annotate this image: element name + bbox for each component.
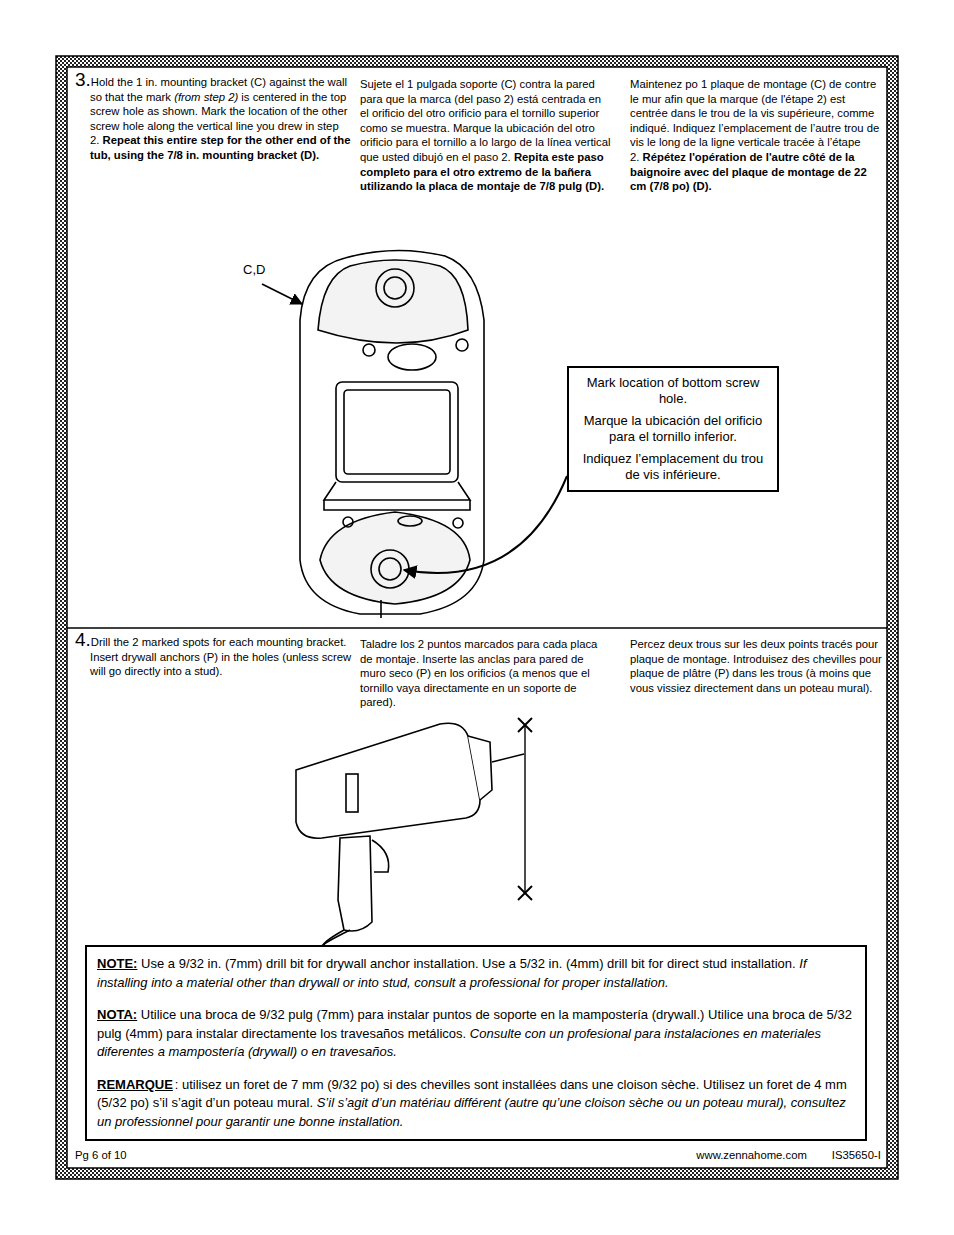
website-block: www.zennahome.com <box>620 1148 810 1163</box>
step-text: Sujete el 1 pulgada soporte (C) contra l… <box>360 78 611 163</box>
callout-text: Indiquez l’emplacement du trou de vis in… <box>577 451 769 483</box>
document-code-block: IS35650-I <box>822 1148 884 1163</box>
step-text-block: 3.Hold the 1 in. mounting bracket (C) ag… <box>75 73 358 163</box>
callout-text: Mark location of bottom screw hole. <box>577 375 769 407</box>
step-text-block: 4.Drill the 2 marked spots for each moun… <box>75 633 358 679</box>
callout-arrow <box>404 476 567 573</box>
part-label-block: C,D <box>243 263 283 278</box>
part-label: C,D <box>243 262 265 277</box>
website: www.zennahome.com <box>696 1149 807 1161</box>
page-number: Pg 6 of 10 <box>75 1149 127 1161</box>
step-text: Repeat this entire step for the other en… <box>90 134 351 161</box>
step-number: 4. <box>75 629 91 650</box>
step-text-block: Sujete el 1 pulgada soporte (C) contra l… <box>360 77 612 194</box>
step-text: Drill the 2 marked spots for each mounti… <box>90 636 351 677</box>
note-box: NOTE: Use a 9/32 in. (7mm) drill bit for … <box>85 945 867 1141</box>
step-text: Maintenez po 1 plaque de montage (C) de … <box>630 78 879 163</box>
step-text: (from step 2) <box>174 91 238 103</box>
note-paragraph: NOTE: Use a 9/32 in. (7mm) drill bit for … <box>97 955 855 992</box>
page-border-line <box>67 67 887 1168</box>
callout-text: Marque la ubicación del orificio para el… <box>577 413 769 445</box>
note-paragraph: NOTA:Utilice una broca de 9/32 pulg (7mm… <box>97 1006 855 1062</box>
step-text-block: Taladre los 2 puntos marcados para cada … <box>360 637 612 710</box>
callout-box: Mark location of bottom screw hole. Marqu… <box>567 366 779 492</box>
note-heading: REMARQUE <box>97 1077 173 1092</box>
step-text-block: Maintenez po 1 plaque de montage (C) de … <box>630 77 884 194</box>
step-text: Percez deux trous sur les deux points tr… <box>630 638 882 694</box>
page-border-line <box>56 56 898 1179</box>
step-number: 3. <box>75 69 91 90</box>
step-text-block: Percez deux trous sur les deux points tr… <box>630 637 884 695</box>
note-text: Use a 9/32 in. (7mm) drill bit for drywa… <box>141 956 796 971</box>
section-divider <box>67 627 887 629</box>
document-code: IS35650-I <box>832 1149 881 1161</box>
step-text: Taladre los 2 puntos marcados para cada … <box>360 638 597 708</box>
step-text: Répétez l'opération de l'autre côté de l… <box>630 151 867 192</box>
page-border <box>56 56 898 1179</box>
page-number-block: Pg 6 of 10 <box>75 1148 195 1163</box>
drill-illustration <box>296 723 524 946</box>
note-heading: NOTA: <box>97 1007 137 1022</box>
leader-arrow <box>262 284 302 304</box>
mounting-bracket <box>300 250 484 618</box>
note-heading: NOTE: <box>97 956 137 971</box>
marked-line <box>518 718 532 900</box>
note-paragraph: REMARQUE: utilisez un foret de 7 mm (9/3… <box>97 1076 855 1132</box>
